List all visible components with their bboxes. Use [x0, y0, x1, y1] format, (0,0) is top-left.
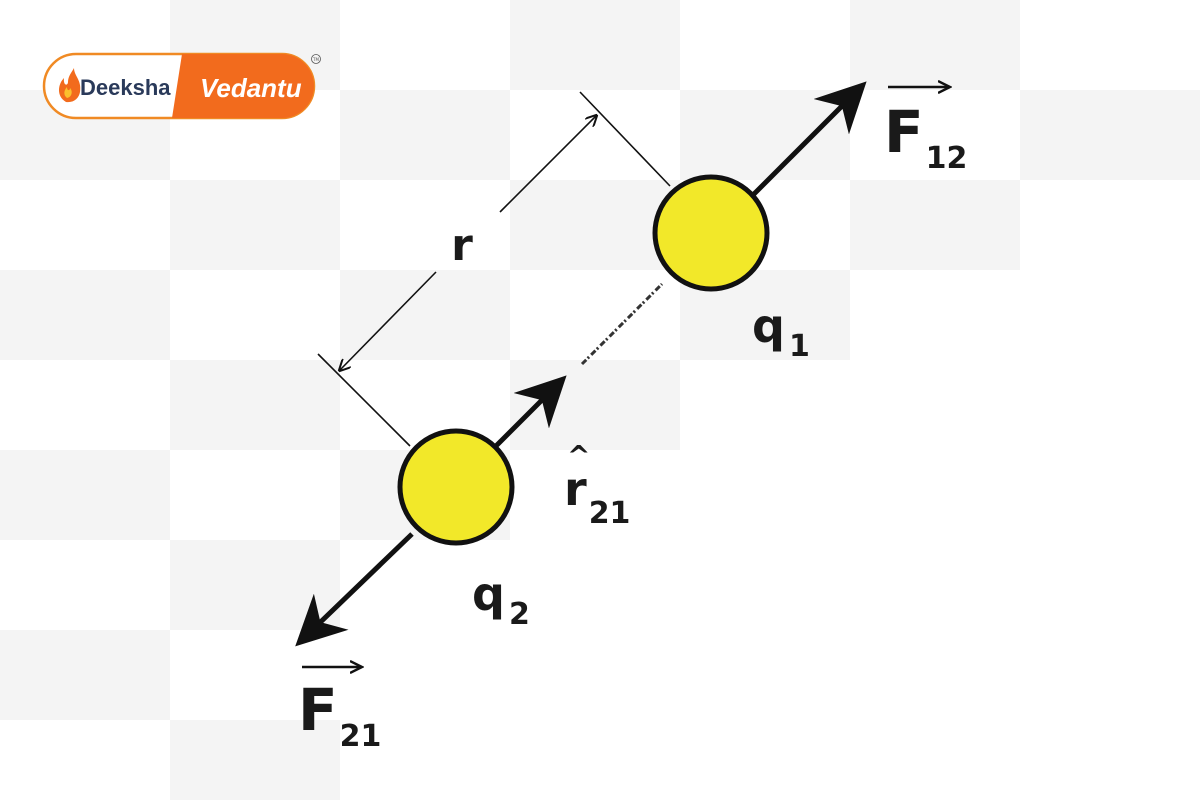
flame-icon — [59, 68, 81, 103]
unit-vector-label: r21 — [564, 462, 630, 531]
charge-q2-symbol: q — [472, 567, 505, 621]
logo-vedantu-text: Vedantu — [200, 73, 302, 103]
charge-q1-subscript: 1 — [789, 329, 810, 364]
distance-arrow-lower — [340, 271, 437, 370]
distance-arrow-upper — [499, 116, 596, 213]
brand-logo: Deeksha Vedantu TM — [42, 52, 321, 120]
unit-vector-symbol: r — [564, 462, 587, 516]
charge-q2-subscript: 2 — [509, 597, 530, 632]
force-21-label: F21 — [298, 676, 381, 754]
charge-q1-symbol: q — [752, 299, 785, 353]
force-12-subscript: 12 — [926, 141, 968, 176]
force-12-label: F12 — [884, 98, 967, 176]
unit-vector-hat: ^ — [567, 439, 590, 472]
connector-line — [580, 282, 664, 366]
force-21-arrow — [295, 532, 414, 647]
charge-q1 — [652, 174, 770, 292]
force-21-symbol: F — [298, 676, 338, 744]
force-12-arrow — [750, 81, 867, 198]
distance-label: r — [451, 220, 473, 271]
dimension-extension-line-lower — [317, 353, 411, 447]
charge-q2 — [397, 428, 515, 546]
dimension-extension-line-upper — [579, 91, 671, 187]
unit-vector-arrow — [494, 375, 567, 448]
logo-deeksha-text: Deeksha — [80, 75, 171, 100]
trademark-mark: TM — [312, 57, 319, 62]
unit-vector-subscript: 21 — [589, 496, 631, 531]
force-21-subscript: 21 — [340, 719, 382, 754]
force-12-symbol: F — [884, 98, 924, 166]
